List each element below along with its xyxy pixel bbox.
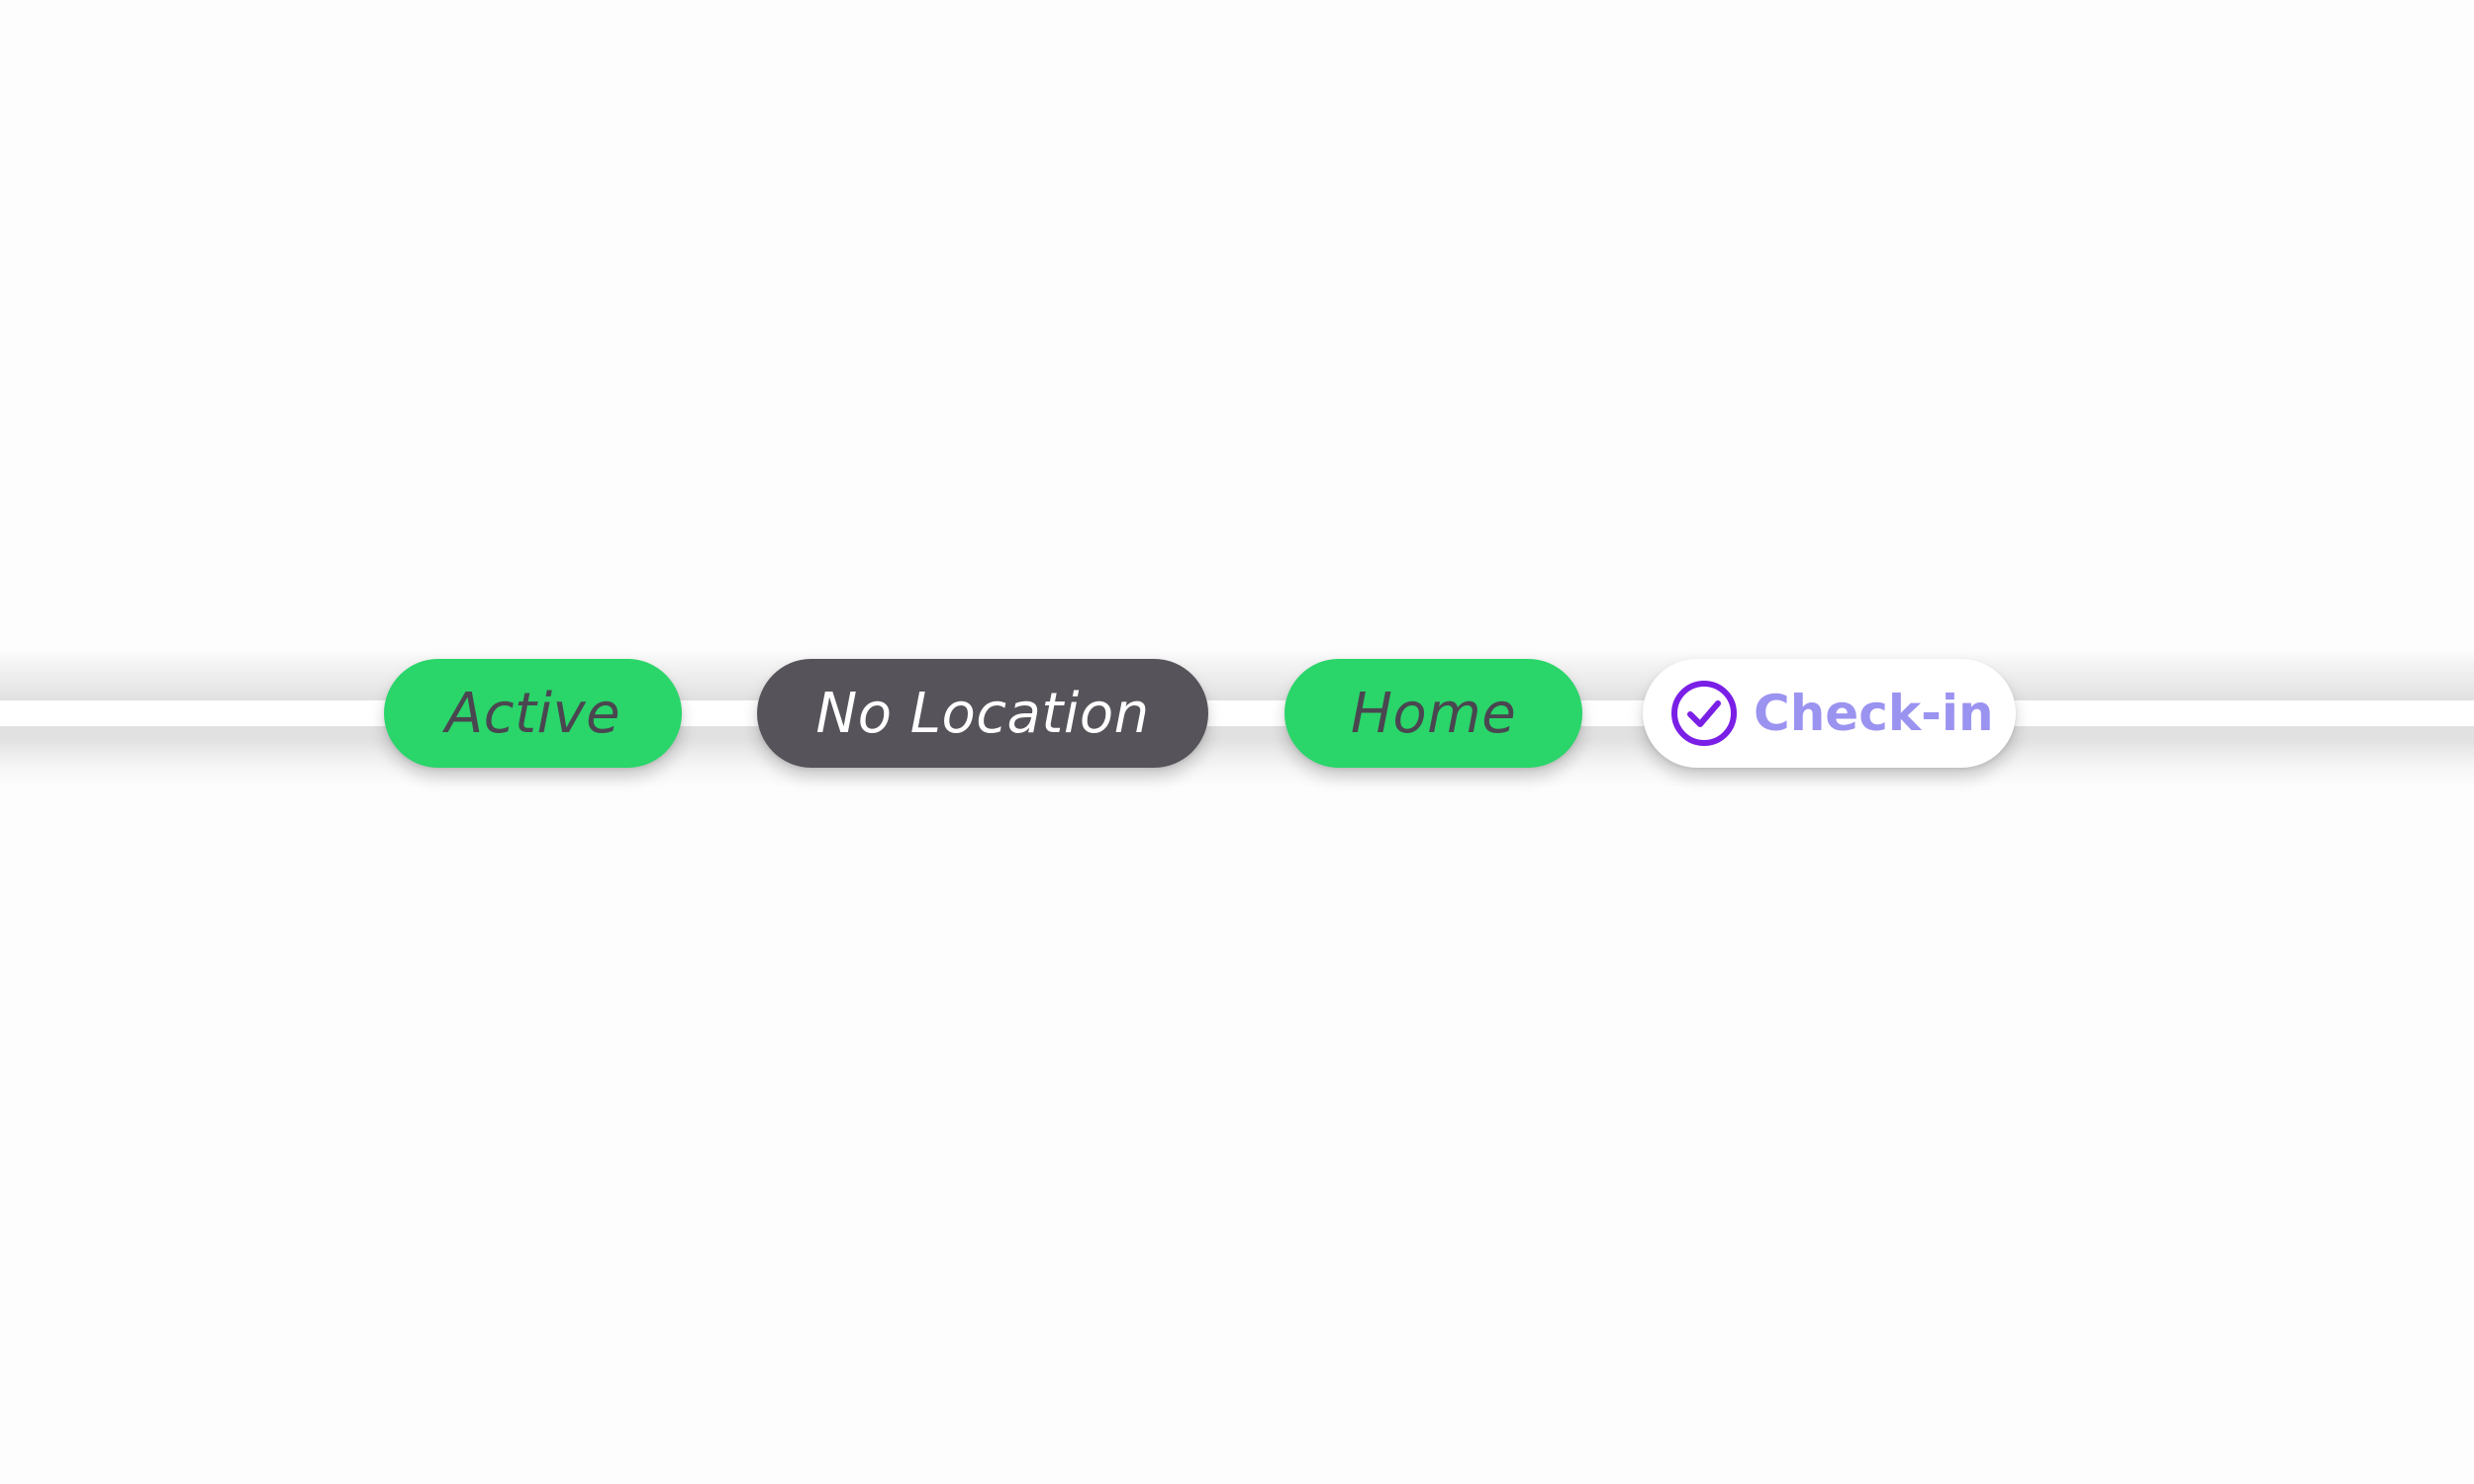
chip-home-label: Home (1350, 681, 1517, 746)
status-track (0, 700, 2474, 726)
chip-home[interactable]: Home (1285, 659, 1582, 768)
check-in-label: Check-in (1754, 685, 1994, 742)
check-in-button[interactable]: Check-in (1643, 659, 2016, 768)
chip-no-location[interactable]: No Location (757, 659, 1208, 768)
chip-active[interactable]: Active (384, 659, 682, 768)
chip-active-label: Active (444, 681, 621, 746)
chip-no-location-label: No Location (815, 681, 1150, 746)
check-circle-icon (1671, 681, 1737, 746)
